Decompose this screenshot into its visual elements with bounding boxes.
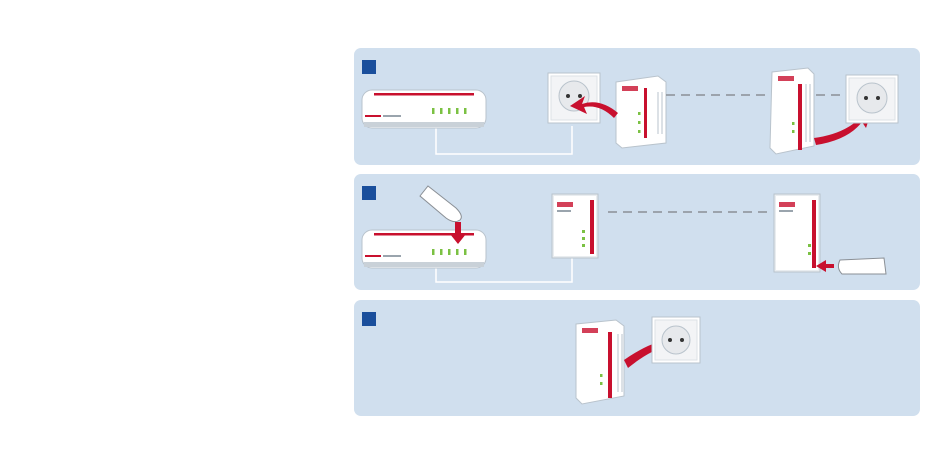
wall-socket-icon [548, 73, 600, 123]
wall-socket-icon [846, 75, 898, 123]
router-icon [362, 230, 486, 268]
step-1-illustration [354, 48, 920, 165]
powerline-adapter-icon [576, 320, 624, 404]
step-3-illustration [354, 300, 920, 416]
powerline-adapter-icon [770, 68, 814, 154]
wall-socket-icon [652, 317, 700, 363]
step-3-panel [354, 300, 920, 416]
powerline-adapter-icon [552, 194, 598, 258]
powerline-adapter-icon [774, 194, 820, 272]
step-2-panel [354, 174, 920, 290]
powerline-adapter-icon [616, 76, 666, 148]
step-1-panel [354, 48, 920, 165]
finger-press-icon [420, 186, 461, 222]
finger-press-icon [838, 258, 886, 274]
step-2-illustration [354, 174, 920, 290]
router-icon [362, 90, 486, 128]
